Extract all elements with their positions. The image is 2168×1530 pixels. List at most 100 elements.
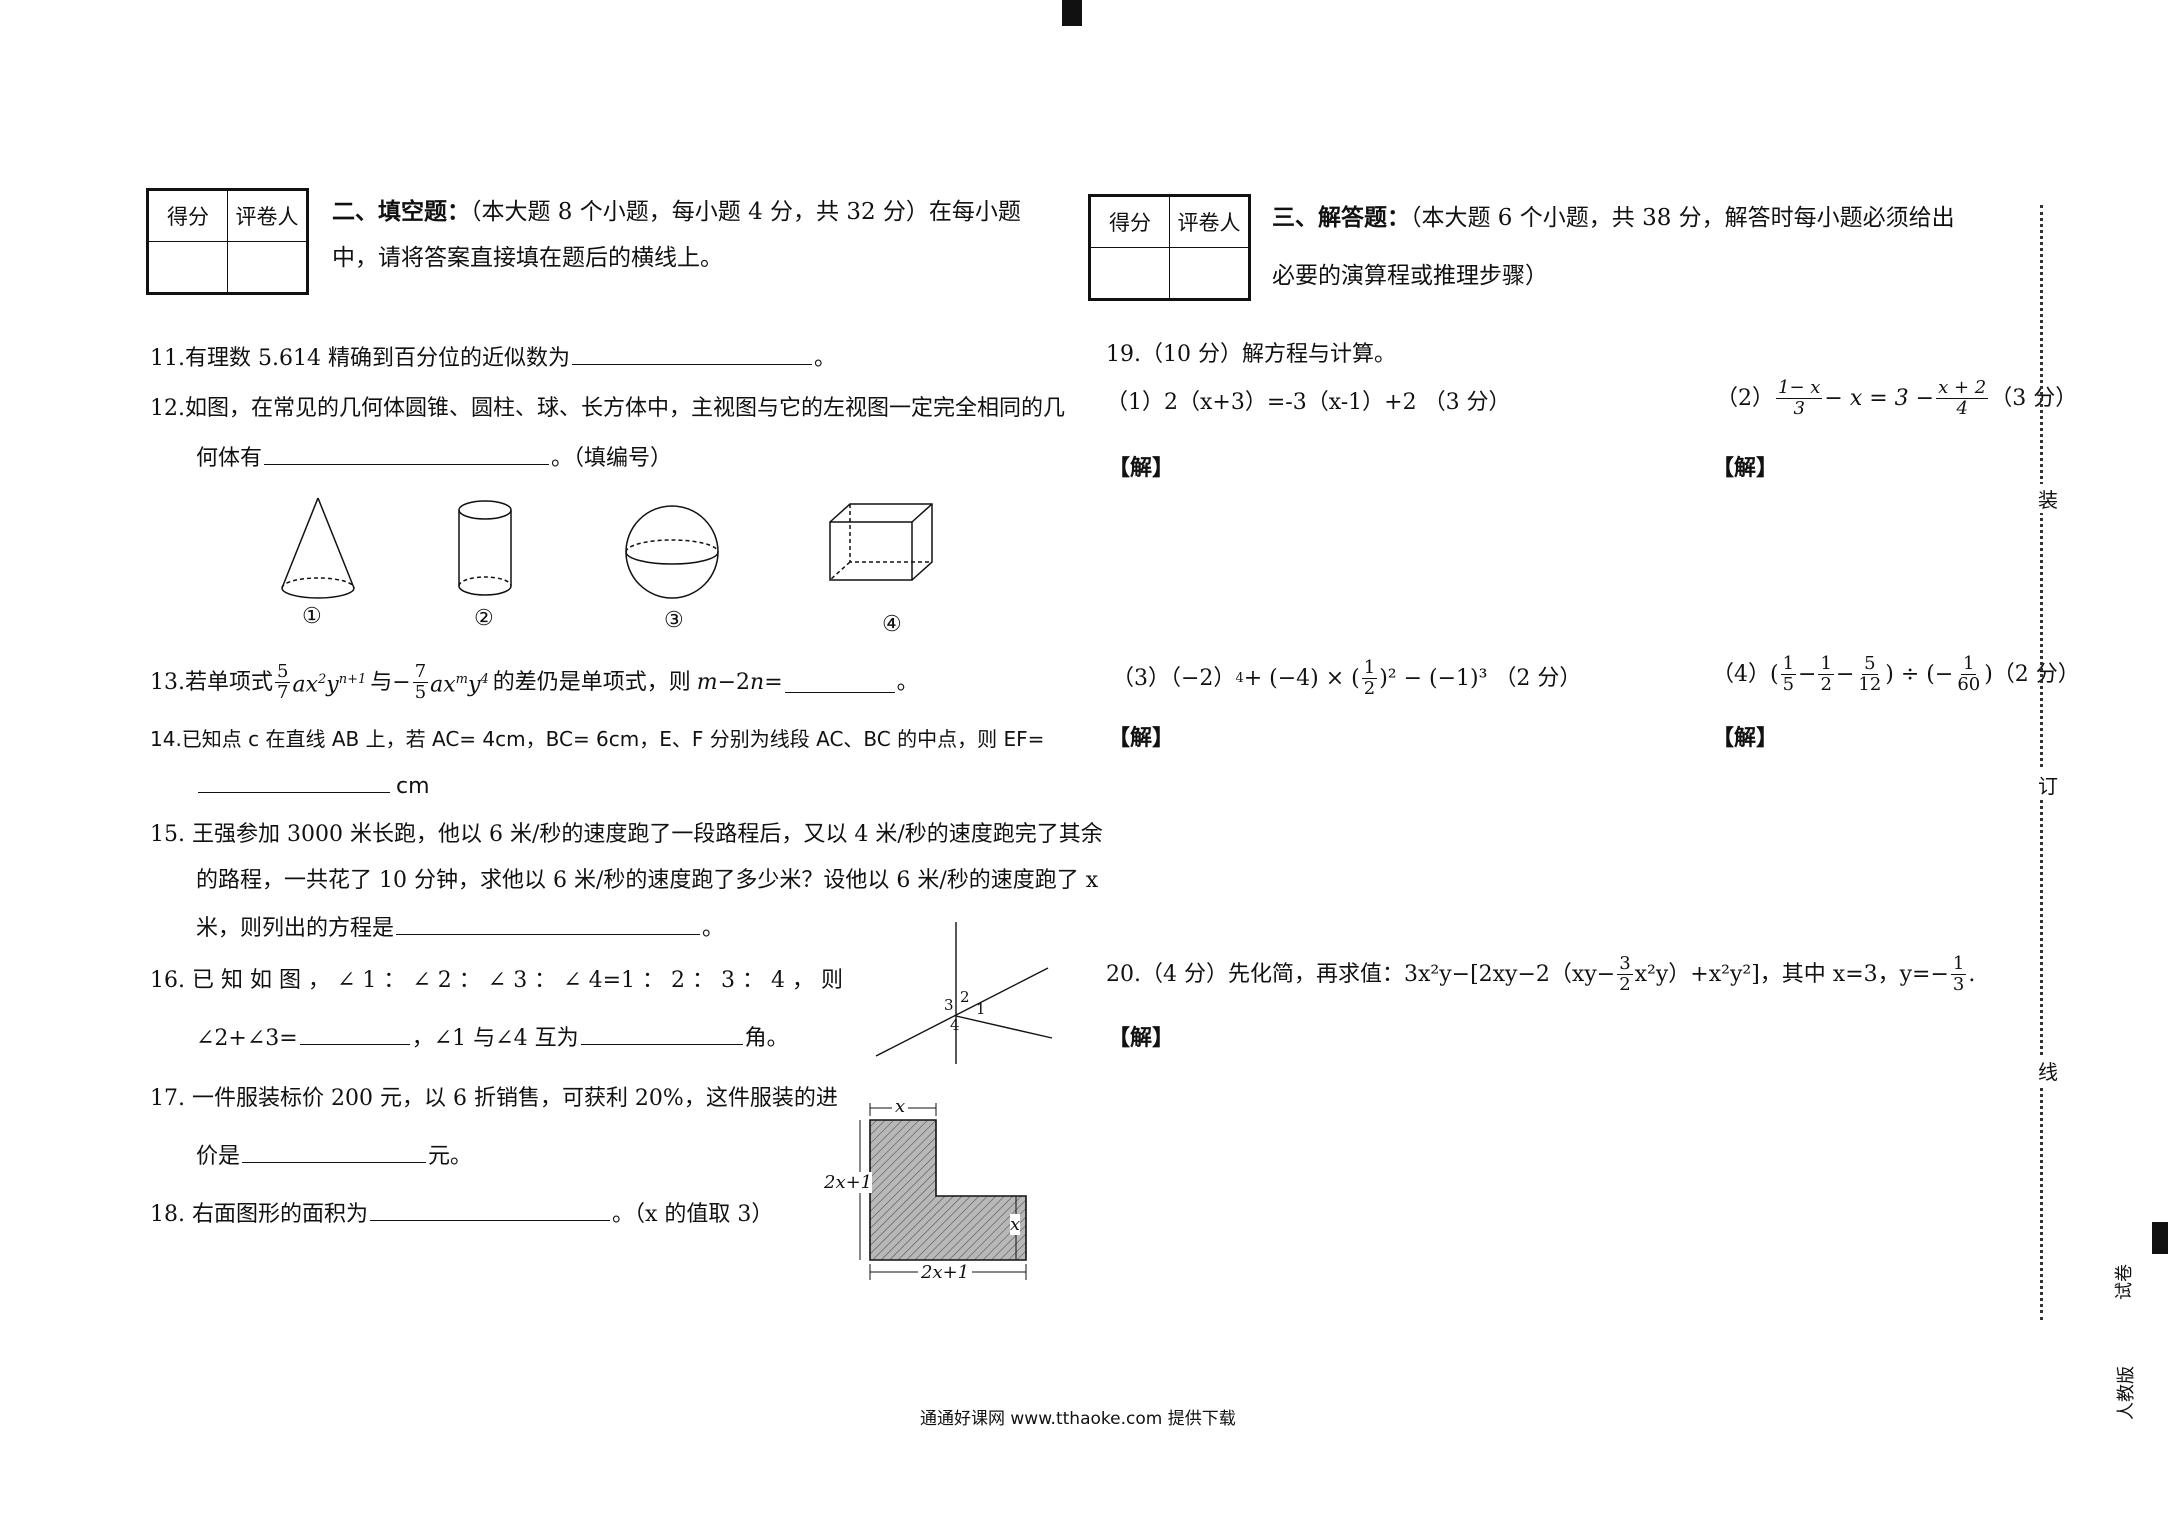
fig-label-right: x (1010, 1214, 1021, 1235)
shape-label-1: ① (302, 604, 322, 629)
q18-end: 。（x 的值取 3） (611, 1202, 774, 1227)
q15-end: 。 (702, 916, 725, 941)
angle-label-2: 2 (960, 988, 970, 1006)
q15-text: 米，则列出的方程是 (196, 916, 395, 941)
question-15-line3: 米，则列出的方程是 。 (196, 914, 724, 944)
denominator: 12 (1858, 674, 1882, 695)
numerator: 1 (1361, 657, 1378, 679)
section3-header: 三、解答题：（本大题 6 个小题，共 38 分，解答时每小题必须给出 必要的演算… (1272, 202, 2032, 292)
q17-text: 价是 (196, 1144, 241, 1169)
q16-answer-blank-1[interactable] (299, 1024, 410, 1045)
p3-prefix: （3）（−2） (1112, 665, 1236, 691)
q12-answer-blank[interactable] (264, 444, 550, 465)
binding-char-zhuang: 装 (2038, 484, 2058, 513)
expression-m-2n: m (696, 669, 718, 695)
score-cell[interactable] (147, 241, 228, 294)
q13-end: 。 (896, 669, 919, 695)
cuboid-shape (829, 503, 933, 581)
q19-part1: （1）2（x+3）=-3（x-1）+2 （3 分） (1106, 390, 1511, 415)
q15-answer-blank[interactable] (396, 914, 701, 935)
numerator: 1− x (1776, 377, 1823, 399)
denominator: 5 (414, 682, 427, 703)
solve-label: 【解】 (1712, 455, 1779, 481)
section3-score-table: 得分评卷人 (1088, 194, 1251, 301)
question-18: 18. 右面图形的面积为。（x 的值取 3） (150, 1200, 773, 1230)
p2-prefix: （2） (1716, 385, 1774, 411)
grader-cell[interactable] (1169, 247, 1250, 300)
question-19-title: 19.（10 分）解方程与计算。 (1106, 342, 1396, 367)
fig-label-top: x (892, 1096, 909, 1117)
grader-label: 评卷人 (1169, 195, 1250, 248)
q16-text-b: ，∠1 与∠4 互为 (411, 1026, 579, 1051)
q12-text: 何体有 (196, 446, 263, 471)
denominator: 2 (1363, 678, 1376, 699)
shape-label-3: ③ (664, 608, 684, 633)
side-black-marker (2152, 1222, 2168, 1254)
score-cell[interactable] (1089, 247, 1170, 300)
section2-intro-2: 中，请将答案直接填在题后的横线上。 (332, 245, 723, 271)
var-n: n (750, 669, 765, 695)
solve-label: 【解】 (1108, 725, 1175, 751)
q17-end: 元。 (428, 1144, 473, 1169)
section3-intro-1: （本大题 6 个小题，共 38 分，解答时每小题必须给出 (1410, 205, 1955, 231)
numerator: 3 (1617, 953, 1633, 975)
section2-intro-1: （本大题 8 个小题，每小题 4 分，共 32 分）在每小题 (470, 199, 1021, 225)
q13-answer-blank[interactable] (784, 672, 895, 693)
question-11: 11.有理数 5.614 精确到百分位的近似数为。 (150, 344, 836, 374)
section2-title: 二、填空题： (332, 198, 470, 225)
geometry-solids-figure (281, 497, 933, 599)
solve-label: 【解】 (1108, 455, 1175, 481)
q18-answer-blank[interactable] (369, 1200, 610, 1221)
minus-2: −2 (717, 669, 751, 695)
angle-label-4: 4 (950, 1016, 960, 1034)
denominator: 2 (1820, 674, 1832, 695)
question-16-line1: 16. 已 知 如 图 ， ∠ 1 ： ∠ 2 ： ∠ 3 ： ∠ 4=1 ： … (150, 968, 843, 993)
sphere-shape (625, 505, 719, 599)
denominator: 3 (1793, 398, 1805, 419)
shape-label-4: ④ (882, 612, 902, 637)
q16-answer-blank-2[interactable] (580, 1024, 743, 1045)
denominator: 4 (1956, 398, 1968, 419)
numerator: 1 (1961, 653, 1977, 675)
section3-intro-2: 必要的演算程或推理步骤） (1272, 263, 1548, 289)
q14-answer-blank[interactable] (198, 772, 390, 793)
question-15-line1: 15. 王强参加 3000 米长跑，他以 6 米/秒的速度跑了一段路程后，又以 … (150, 822, 1103, 847)
section2-header: 二、填空题：（本大题 8 个小题，每小题 4 分，共 32 分）在每小题 中，请… (332, 196, 1072, 274)
side-label-shijuan: 试卷 (2114, 1264, 2135, 1300)
q11-text: 11.有理数 5.614 精确到百分位的近似数为 (150, 346, 570, 371)
question-17-line1: 17. 一件服装标价 200 元，以 6 折销售，可获利 20%，这件服装的进 (150, 1086, 838, 1111)
monomial-1: ax2yn+1 (292, 671, 367, 698)
question-14-line2: cm (196, 772, 430, 802)
q11-answer-blank[interactable] (571, 344, 812, 365)
q20-text-a: 20.（4 分）先化简，再求值：3x²y−[2xy−2（xy− (1106, 961, 1616, 987)
question-12-line2: 何体有 。（填编号） (196, 444, 672, 474)
p4-prefix: （4）( (1712, 661, 1779, 687)
footer-text: 通通好课网 www.tthaoke.com 提供下载 (920, 1409, 1236, 1429)
monomial-2: axmy4 (430, 671, 489, 698)
angles-figure (875, 922, 1053, 1064)
cone-shape (281, 497, 355, 599)
q13-equals: = (764, 669, 783, 695)
q20-text-b: x²y）+x²y²]，其中 x=3，y=− (1634, 961, 1949, 987)
numerator: x + 2 (1936, 377, 1989, 399)
p3-middle: + (−4) × ( (1243, 665, 1360, 691)
q12-end: 。（填编号） (551, 446, 673, 471)
numerator: 5 (1862, 653, 1878, 675)
grader-cell[interactable] (227, 241, 308, 294)
question-12-line1: 12.如图，在常见的几何体圆锥、圆柱、球、长方体中，主视图与它的左视图一定完全相… (150, 396, 1065, 421)
q16-text-a: ∠2+∠3= (196, 1026, 298, 1051)
question-14-line1: 14.已知点 c 在直线 AB 上，若 AC= 4cm，BC= 6cm，E、F … (150, 727, 1045, 751)
score-label: 得分 (1089, 195, 1170, 248)
section3-title: 三、解答题： (1272, 204, 1410, 231)
q17-answer-blank[interactable] (242, 1142, 427, 1163)
p3-end: )² − (−1)³ （2 分） (1379, 665, 1582, 691)
grader-label: 评卷人 (227, 189, 308, 242)
